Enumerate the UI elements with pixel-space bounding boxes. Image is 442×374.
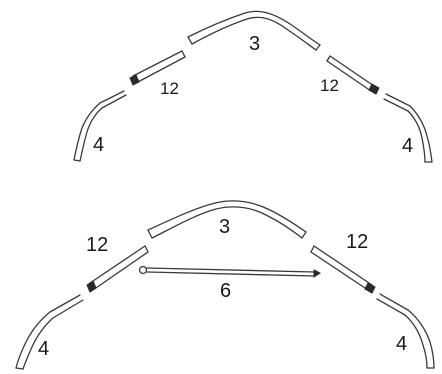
top-right-upper-tube (326, 55, 380, 95)
bottom-left-upper-label: 12 (86, 234, 108, 256)
top-left-leg (73, 90, 127, 162)
bottom-frame: 3 12 12 6 4 4 (15, 200, 435, 370)
top-left-upper-label: 12 (160, 79, 179, 98)
bottom-left-leg-label: 4 (38, 338, 49, 360)
top-frame: 3 12 12 4 4 (73, 10, 433, 163)
bottom-right-leg (376, 293, 435, 369)
top-left-leg-label: 4 (93, 134, 104, 156)
bottom-left-leg (15, 294, 84, 370)
top-right-leg-label: 4 (402, 135, 413, 157)
bottom-ridge-tube (147, 200, 307, 239)
top-left-upper-tube (129, 50, 186, 86)
bottom-right-upper-label: 12 (346, 231, 368, 253)
bottom-right-leg-label: 4 (396, 333, 407, 355)
bottom-right-upper-tube (310, 245, 376, 294)
top-ridge-label: 3 (249, 33, 260, 55)
top-ridge-tube (187, 10, 321, 51)
top-right-leg (383, 93, 433, 163)
bottom-left-upper-tube (86, 245, 149, 293)
bottom-crossbar-label: 6 (220, 280, 231, 302)
bottom-crossbar (138, 265, 321, 278)
bottom-ridge-label: 3 (219, 216, 230, 238)
top-right-upper-label: 12 (320, 76, 339, 95)
